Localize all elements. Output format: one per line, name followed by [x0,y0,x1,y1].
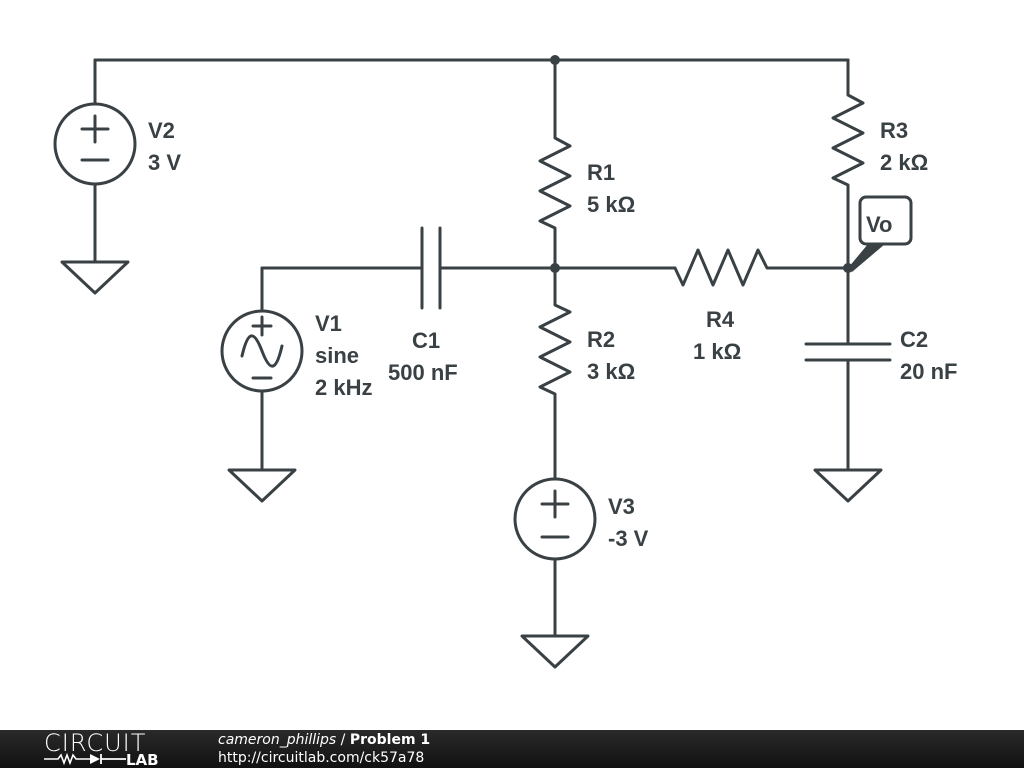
r3-resistor[interactable] [831,58,865,270]
r4-value: 1 kΩ [693,339,741,364]
footer-bar: CIRCUIT LAB cameron_phillips / Problem 1… [0,729,1024,769]
circuit-url[interactable]: http://circuitlab.com/ck57a78 [218,750,425,766]
plus-icon [251,315,273,337]
v1-sine-source[interactable] [220,266,304,503]
v2-source[interactable] [53,58,137,295]
c2-capacitor[interactable] [804,266,892,503]
r1-resistor[interactable] [538,58,572,270]
plus-icon [540,489,570,519]
v1-wave: sine [315,343,359,368]
r2-name: R2 [587,327,615,352]
separator: / [336,732,350,748]
circuit-title[interactable]: Problem 1 [349,732,431,748]
v2-name: V2 [148,118,175,143]
v2-value: 3 V [148,150,181,175]
v3-source[interactable] [513,477,597,669]
ground-icon [60,260,130,295]
v1-name: V1 [315,311,342,336]
plus-icon [80,114,110,144]
r4-resistor[interactable] [673,248,850,287]
ground-icon [813,468,883,503]
circuitlab-logo[interactable]: CIRCUIT LAB [44,729,174,769]
r2-resistor[interactable] [538,266,572,480]
v1-value: 2 kHz [315,375,372,400]
v3-value: -3 V [608,526,649,551]
r3-value: 2 kΩ [880,150,928,175]
circuit-schematic: V2 3 V R1 5 kΩ C1 500 nF V1 sine 2 kHz R… [53,55,957,669]
c1-value: 500 nF [388,360,458,385]
author-link[interactable]: cameron_phillips [218,732,337,748]
sine-wave-icon [240,334,284,368]
r2-value: 3 kΩ [587,359,635,384]
c1-capacitor[interactable] [420,226,442,310]
r1-name: R1 [587,160,615,185]
v3-name: V3 [608,494,635,519]
probe-pointer [848,244,885,272]
c1-name: C1 [412,328,440,353]
vo-probe[interactable]: Vo [858,195,913,246]
r1-value: 5 kΩ [587,192,635,217]
r3-name: R3 [880,118,908,143]
resistor-diode-icon [44,752,126,766]
logo-text-circuit: CIRCUIT [44,729,147,757]
c2-value: 20 nF [900,359,957,384]
ground-icon [227,468,297,503]
ground-icon [520,634,590,669]
r4-name: R4 [706,307,735,332]
c2-name: C2 [900,327,928,352]
vo-probe-label: Vo [866,212,892,237]
logo-text-lab: LAB [126,751,159,769]
